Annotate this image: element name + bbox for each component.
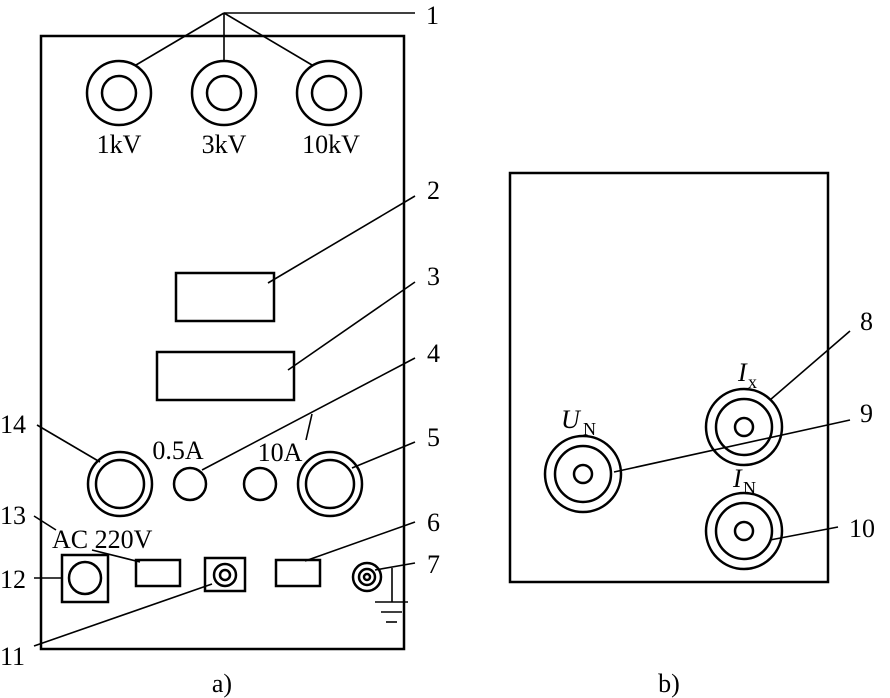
label-1kv: 1kV <box>97 130 142 159</box>
svg-text:I: I <box>737 358 748 387</box>
leader-14 <box>36 424 101 463</box>
front-panel-outline <box>39 34 406 651</box>
terminal-14 <box>86 450 154 518</box>
callout-13: 13 <box>0 501 26 530</box>
label-10a: 10A <box>258 438 303 467</box>
callout-9: 9 <box>860 399 873 428</box>
slot-right-6 <box>274 558 322 588</box>
leader-13 <box>33 515 57 531</box>
display-window-3 <box>155 350 296 402</box>
terminal-in <box>704 491 784 571</box>
terminal-3kv <box>190 59 258 127</box>
label-ix: I x <box>737 358 757 392</box>
terminal-5 <box>296 450 364 518</box>
leader-4a <box>201 357 416 471</box>
label-ac-220v: AC 220V <box>52 525 153 554</box>
leader-10 <box>769 526 839 541</box>
leader-9 <box>613 419 851 473</box>
callout-11: 11 <box>0 642 25 671</box>
terminal-un <box>543 434 623 514</box>
label-in: I N <box>732 464 756 498</box>
svg-text:N: N <box>743 478 756 498</box>
ground-symbol-icon <box>375 568 408 623</box>
leader-3 <box>287 281 416 371</box>
leader-6 <box>304 521 416 562</box>
callout-12: 12 <box>0 565 26 594</box>
svg-text:I: I <box>732 464 743 493</box>
svg-text:U: U <box>561 405 582 434</box>
callout-4: 4 <box>427 339 440 368</box>
label-un: U N <box>561 405 596 439</box>
label-10kv: 10kV <box>302 130 360 159</box>
caption-b: b) <box>658 669 680 698</box>
leader-1 <box>135 12 415 66</box>
callout-3: 3 <box>427 262 440 291</box>
socket-11 <box>203 556 247 593</box>
leader-5 <box>351 441 416 469</box>
callout-7: 7 <box>427 550 440 579</box>
svg-text:N: N <box>583 419 596 439</box>
terminal-ix <box>704 387 784 467</box>
terminal-1kv <box>85 59 153 127</box>
leader-2 <box>267 195 416 284</box>
fuse-0.5a <box>172 466 208 502</box>
callout-5: 5 <box>427 423 440 452</box>
leader-7 <box>374 562 416 571</box>
caption-a: a) <box>212 669 232 698</box>
power-switch-12 <box>60 553 110 604</box>
fuse-10a <box>242 466 278 502</box>
rear-panel-outline <box>508 171 830 584</box>
callout-10: 10 <box>849 514 875 543</box>
label-0.5a: 0.5A <box>152 436 204 465</box>
callout-8: 8 <box>860 307 873 336</box>
label-3kv: 3kV <box>202 130 247 159</box>
leader-4b <box>305 413 313 441</box>
svg-text:x: x <box>748 372 757 392</box>
callout-2: 2 <box>427 176 440 205</box>
callout-1: 1 <box>426 1 439 30</box>
ground-terminal-7 <box>351 561 383 593</box>
leader-8 <box>769 330 851 401</box>
terminal-10kv <box>295 59 363 127</box>
callout-14: 14 <box>0 410 26 439</box>
leader-11 <box>33 583 213 647</box>
leader-13b <box>91 549 141 563</box>
callout-6: 6 <box>427 508 440 537</box>
display-window-2 <box>174 271 276 323</box>
slot-left <box>134 558 182 588</box>
